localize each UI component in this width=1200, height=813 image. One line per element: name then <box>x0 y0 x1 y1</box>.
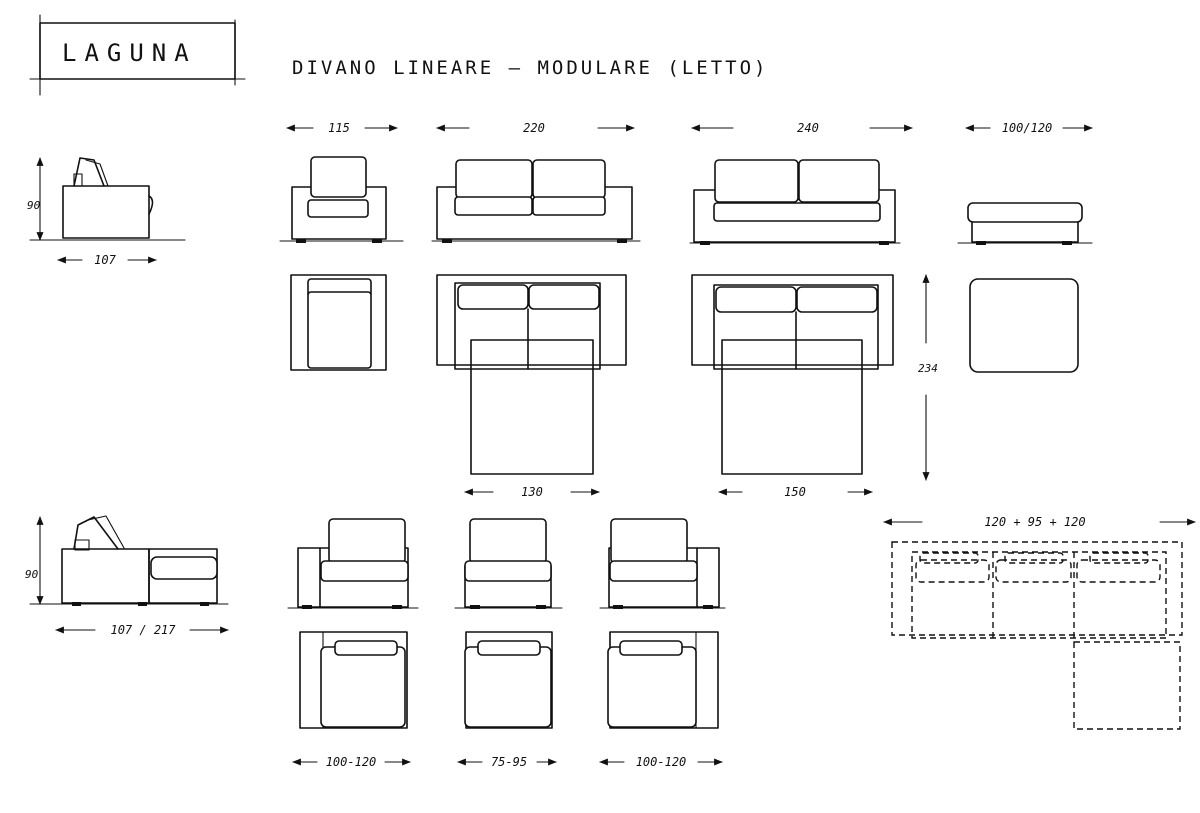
width-dimension-row: 115 220 240 100/120 <box>286 121 1093 135</box>
product-subtitle: DIVANO LINEARE – MODULARE (LETTO) <box>292 57 769 79</box>
dim-module-right-width: 100-120 <box>636 755 687 769</box>
plan-view-module-left <box>299 631 408 729</box>
title-block: LAGUNA <box>29 14 246 96</box>
dim-side-bottom-height: 90 <box>25 568 39 581</box>
front-view-armchair <box>279 156 404 243</box>
front-view-module-right <box>599 518 726 609</box>
front-view-ottoman <box>957 202 1093 245</box>
front-view-sofa-medium <box>431 159 641 243</box>
side-view-top: 90 107 <box>27 157 186 267</box>
dim-sofa-medium-width: 220 <box>523 121 545 135</box>
front-view-sofa-large <box>689 159 901 245</box>
front-view-module-left <box>287 518 419 609</box>
dim-sofa-large-width: 240 <box>797 121 819 135</box>
front-view-module-center <box>454 518 563 609</box>
plan-view-module-right <box>607 631 719 729</box>
plan-view-module-center <box>464 631 553 729</box>
dim-bed-width-large: 150 <box>784 485 806 499</box>
plan-view-sofa-large-bed <box>691 274 894 475</box>
composition-example: 120 + 95 + 120 <box>883 515 1196 730</box>
module-width-dimensions: 100-120 75-95 100-120 <box>292 755 723 769</box>
brand-title: LAGUNA <box>62 39 197 67</box>
dim-side-top-height: 90 <box>27 199 41 212</box>
dim-module-center-width: 75-95 <box>491 755 527 769</box>
bed-width-dimensions: 130 150 <box>464 485 873 499</box>
plan-view-armchair <box>290 274 387 371</box>
dim-side-top-depth: 107 <box>94 253 116 267</box>
dim-module-left-width: 100-120 <box>326 755 377 769</box>
bed-length-dimension: 234 <box>918 274 938 481</box>
dim-armchair-width: 115 <box>328 121 350 135</box>
plan-view-ottoman <box>969 278 1079 373</box>
side-view-bottom: 90 107 / 217 <box>25 515 229 637</box>
dim-side-bottom-depth: 107 / 217 <box>110 623 176 637</box>
dim-bed-width-medium: 130 <box>521 485 543 499</box>
dim-composition-width: 120 + 95 + 120 <box>984 515 1085 529</box>
plan-view-sofa-medium-bed <box>436 274 627 475</box>
dim-ottoman-width: 100/120 <box>1002 121 1053 135</box>
dim-bed-length: 234 <box>918 362 938 375</box>
